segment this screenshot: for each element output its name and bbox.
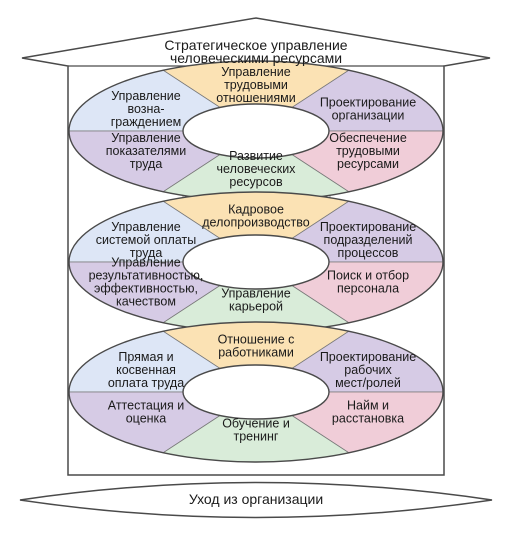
label-line: карьерой xyxy=(229,300,283,314)
label-line: Управление xyxy=(111,220,181,234)
label-line: Управление xyxy=(111,256,181,270)
segment-bottom xyxy=(144,261,368,332)
label-line: ресурсов xyxy=(229,175,283,189)
label-line: процессов xyxy=(338,246,399,260)
label-line: отношениями xyxy=(216,91,295,105)
label-line: оплата труда xyxy=(108,376,184,390)
label-line: граждением xyxy=(111,115,182,129)
ring-hole xyxy=(182,364,330,420)
label-line: ресурсами xyxy=(337,157,399,171)
label-line: Управление xyxy=(111,131,181,145)
label-line: Проектирование xyxy=(320,220,416,234)
header-line-2: человеческими ресурсами xyxy=(170,50,342,66)
label-line: рабочих xyxy=(344,363,392,377)
label-line: работниками xyxy=(218,346,294,360)
label-line: эффективностью, xyxy=(94,282,198,296)
footer-label: Уход из организации xyxy=(189,491,323,507)
label-line: труда xyxy=(130,157,163,171)
label-line: Управление xyxy=(221,65,291,79)
label-line: человеческих xyxy=(217,162,297,176)
header-line-1: Стратегическое управление xyxy=(164,37,347,53)
label-line: Кадровое xyxy=(228,203,284,217)
label-line: оценка xyxy=(126,412,167,426)
label-line: подразделений xyxy=(324,233,413,247)
label-line: косвенная xyxy=(116,363,176,377)
label-line: трудовыми xyxy=(224,78,288,92)
foundation-outline xyxy=(19,481,493,519)
label-line: Развитие xyxy=(229,149,283,163)
label-line: Управление xyxy=(111,89,181,103)
label-line: Прямая и xyxy=(118,350,173,364)
label-line: расстановка xyxy=(332,412,404,426)
label-line: тренинг xyxy=(234,430,279,444)
label-line: Проектирование xyxy=(320,350,416,364)
label-line: качеством xyxy=(116,295,176,309)
label-line: возна- xyxy=(127,102,164,116)
label-line: показателями xyxy=(106,144,186,158)
label-line: делопроизводство xyxy=(202,216,310,230)
label-line: организации xyxy=(332,109,405,123)
label-line: трудовыми xyxy=(336,144,400,158)
segment-bottom xyxy=(144,391,368,462)
ring-hole xyxy=(182,234,330,290)
label-line: труда xyxy=(130,246,163,260)
label-line: Обучение и xyxy=(222,417,290,431)
ring-outline xyxy=(68,321,444,463)
label-line: результативностью, xyxy=(89,269,204,283)
label-line: Обеспечение xyxy=(329,131,407,145)
label-line: мест/ролей xyxy=(335,376,401,390)
label-line: Аттестация и xyxy=(108,399,184,413)
label-line: Найм и xyxy=(347,399,389,413)
label-line: Проектирование xyxy=(320,96,416,110)
label-line: Поиск и отбор xyxy=(327,269,409,283)
label-line: системой оплаты xyxy=(96,233,196,247)
label-line: персонала xyxy=(337,282,399,296)
label-line: Управление xyxy=(221,287,291,301)
ring-hole xyxy=(182,103,330,159)
label-line: Отношение с xyxy=(218,333,295,347)
segment-bottom xyxy=(144,130,368,201)
